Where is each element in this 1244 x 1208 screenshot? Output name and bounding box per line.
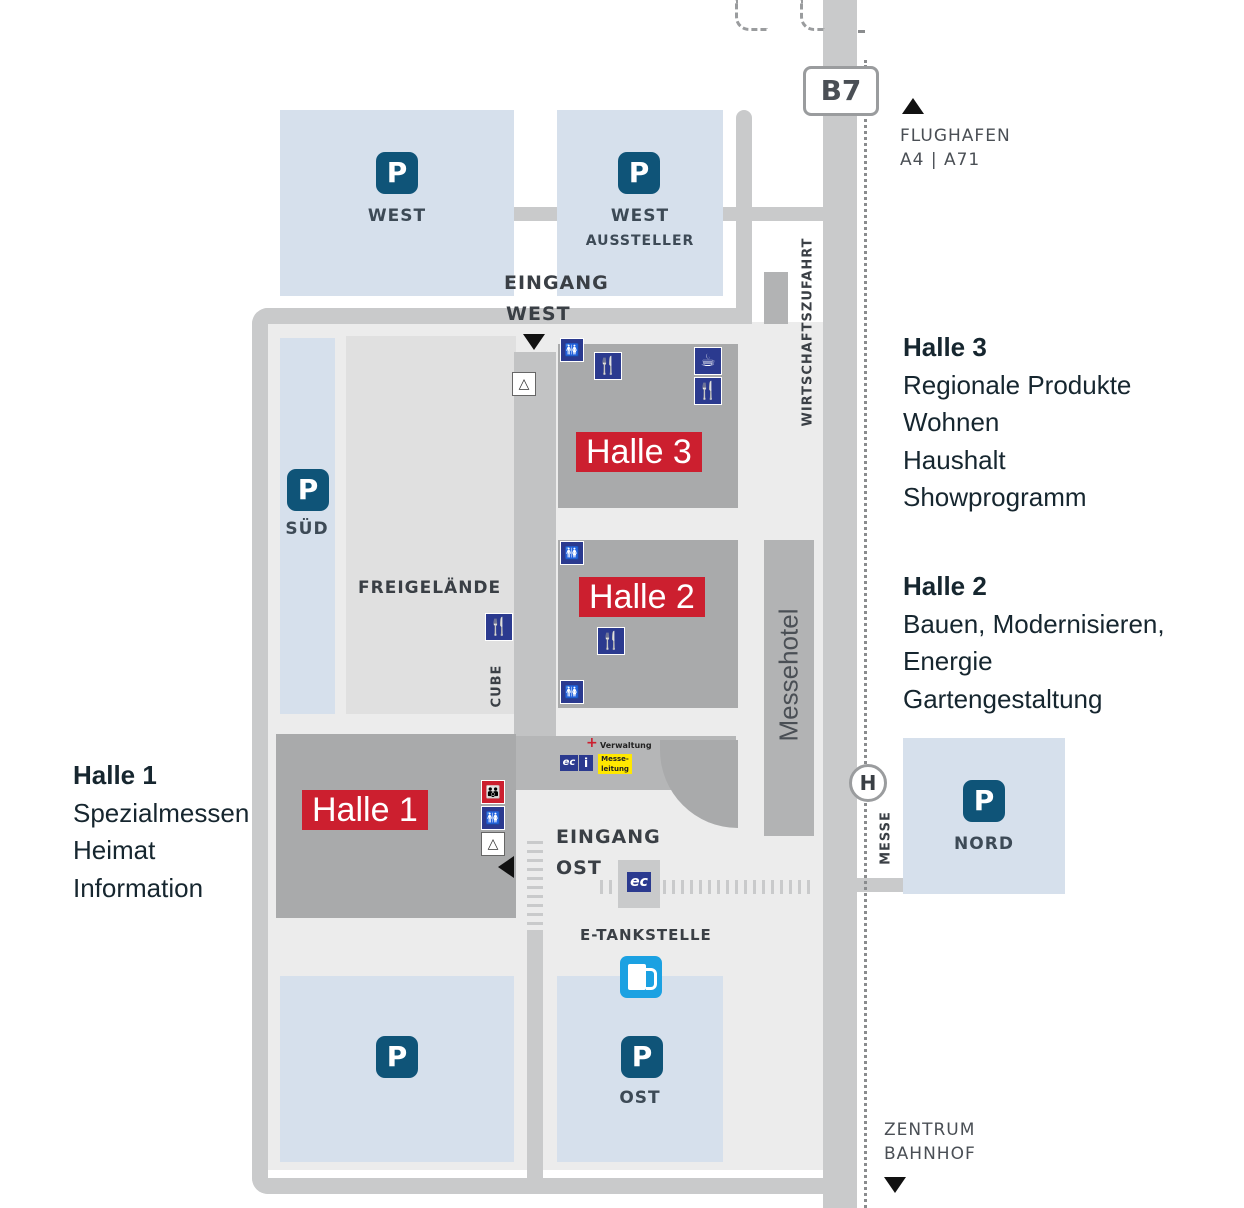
direction-north-line1: FLUGHAFEN bbox=[900, 126, 1011, 146]
ring-road-top bbox=[252, 308, 752, 324]
parking-ost: P OST bbox=[557, 976, 723, 1162]
cube-label: CUBE bbox=[489, 664, 505, 708]
arrow-down-icon bbox=[884, 1177, 906, 1193]
first-aid-icon: + bbox=[586, 735, 598, 751]
verwaltung-label: Verwaltung bbox=[600, 741, 652, 750]
footpath-crossing bbox=[858, 30, 864, 33]
wirtschaftszufahrt-block bbox=[764, 272, 788, 324]
parking-icon: P bbox=[618, 152, 660, 194]
legend-hall-3-topic: Showprogramm bbox=[903, 482, 1087, 512]
legend-hall-3-title: Halle 3 bbox=[903, 332, 987, 362]
entrance-west-line1: EINGANG bbox=[504, 272, 609, 294]
restaurant-icon: 🍴 bbox=[485, 613, 513, 641]
parking-west-aussteller-label: WEST bbox=[610, 206, 670, 226]
messehotel-label: Messehotel bbox=[773, 608, 804, 742]
hall-2-label: Halle 2 bbox=[579, 577, 705, 617]
parking-icon: P bbox=[287, 469, 329, 511]
arrow-down-icon bbox=[523, 334, 545, 350]
entrance-west-line2: WEST bbox=[506, 303, 571, 325]
parking-sued-label: SÜD bbox=[285, 519, 329, 539]
bus-stop-symbol: H bbox=[859, 771, 877, 795]
road-west-connector bbox=[510, 207, 560, 221]
legend-hall-2-topic: Gartengestaltung bbox=[903, 684, 1103, 714]
parking-nord-label: NORD bbox=[954, 834, 1014, 854]
parking-ost-label: OST bbox=[619, 1088, 661, 1108]
central-corridor bbox=[514, 352, 556, 738]
hall-2-building bbox=[558, 540, 738, 708]
legend-hall-2-title: Halle 2 bbox=[903, 571, 987, 601]
family-toilet-icon: 👪 bbox=[481, 780, 505, 804]
parking-icon: P bbox=[963, 780, 1005, 822]
entrance-east-line2: OST bbox=[556, 857, 602, 879]
cafe-icon: ☕ bbox=[694, 347, 722, 375]
info-icon: i bbox=[579, 755, 593, 771]
parking-south-west: P bbox=[280, 976, 514, 1162]
direction-north-line2: A4 | A71 bbox=[900, 150, 981, 170]
bus-stop-icon: H bbox=[849, 764, 887, 802]
toilet-icon: 🚻 bbox=[560, 338, 584, 362]
parking-icon: P bbox=[621, 1036, 663, 1078]
hall-3-label: Halle 3 bbox=[576, 432, 702, 472]
direction-south-line1: ZENTRUM bbox=[884, 1120, 976, 1140]
direction-south-line2: BAHNHOF bbox=[884, 1144, 976, 1164]
legend-hall-1-topic: Information bbox=[73, 873, 204, 903]
arrow-left-icon bbox=[498, 856, 514, 878]
road-west-b7 bbox=[722, 207, 827, 221]
main-road-b7 bbox=[823, 0, 857, 1208]
legend-hall-1-title: Halle 1 bbox=[73, 760, 157, 790]
toilet-icon: 🚻 bbox=[560, 541, 584, 565]
ec-icon: ec bbox=[627, 872, 651, 892]
legend-hall-2-topic: Energie bbox=[903, 646, 993, 676]
legend-hall-1-topic: Spezialmessen bbox=[73, 798, 250, 828]
restaurant-icon: 🍴 bbox=[694, 377, 722, 405]
legend-hall-1-topic: Heimat bbox=[73, 835, 156, 865]
road-dashed-top bbox=[735, 0, 768, 31]
toilet-icon: 🚻 bbox=[481, 806, 505, 830]
messehotel-building bbox=[764, 540, 814, 836]
entrance-east-line1: EINGANG bbox=[556, 826, 661, 848]
parking-icon: P bbox=[376, 1036, 418, 1078]
cloakroom-icon: △ bbox=[481, 832, 505, 856]
messeleitung-label: Messe-leitung bbox=[598, 754, 632, 774]
b7-road-sign: B7 bbox=[803, 66, 879, 116]
arrow-up-icon bbox=[902, 98, 924, 114]
b7-label: B7 bbox=[820, 74, 862, 107]
parking-west-aussteller-sublabel: AUSSTELLER bbox=[585, 233, 695, 249]
parking-nord: P NORD bbox=[903, 738, 1065, 894]
road-nord bbox=[857, 878, 905, 892]
wirtschaftszufahrt-label: WIRTSCHAFTSZUFAHRT bbox=[800, 237, 816, 427]
restaurant-icon: 🍴 bbox=[594, 352, 622, 380]
parking-west-label: WEST bbox=[367, 206, 427, 226]
road-south-center bbox=[527, 930, 543, 1190]
toilet-icon: 🚻 bbox=[560, 680, 584, 704]
ring-road-left bbox=[252, 308, 268, 1194]
freigelaende-label: FREIGELÄNDE bbox=[358, 578, 502, 598]
restaurant-icon: 🍴 bbox=[597, 627, 625, 655]
legend-hall-2-topic: Bauen, Modernisieren, bbox=[903, 609, 1165, 639]
legend-hall-3-topic: Haushalt bbox=[903, 445, 1006, 475]
legend-hall-3-topic: Wohnen bbox=[903, 407, 1000, 437]
cloakroom-icon: △ bbox=[512, 372, 536, 396]
road-dashed-top-2 bbox=[800, 0, 825, 31]
parking-west-aussteller: P WEST AUSSTELLER bbox=[557, 110, 723, 296]
footpath bbox=[864, 60, 867, 1208]
ec-icon: ec bbox=[560, 755, 578, 771]
charging-station-icon bbox=[620, 956, 662, 998]
legend-hall-3-topic: Regionale Produkte bbox=[903, 370, 1132, 400]
parking-sued bbox=[280, 338, 335, 714]
freigelaende-area bbox=[346, 336, 516, 714]
messe-stop-label: MESSE bbox=[878, 811, 894, 865]
etankstelle-label: E-TANKSTELLE bbox=[580, 926, 712, 944]
crosswalk-vertical bbox=[527, 840, 543, 970]
parking-icon: P bbox=[376, 152, 418, 194]
hall-1-label: Halle 1 bbox=[302, 790, 428, 830]
parking-west: P WEST bbox=[280, 110, 514, 296]
